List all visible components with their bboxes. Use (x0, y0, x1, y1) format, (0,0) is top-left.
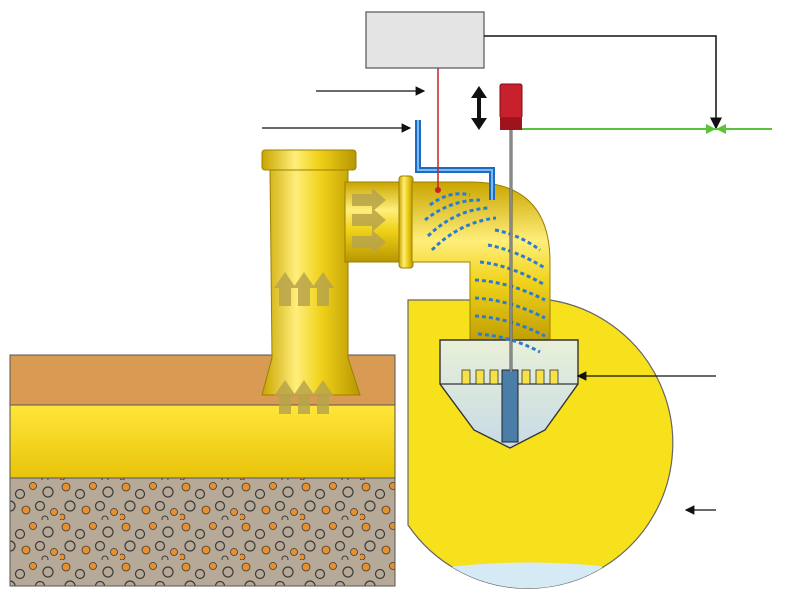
pipe-flange (398, 175, 414, 269)
leader-lines (262, 86, 716, 515)
elbow-pipe (411, 181, 551, 351)
flow-arrows-right (352, 188, 386, 254)
red-actuator-icon (499, 83, 523, 130)
probe-tip (435, 187, 441, 193)
control-box (365, 11, 485, 69)
tank-liquid (430, 562, 640, 589)
riser-flange (261, 149, 357, 171)
nozzle-teeth (461, 369, 559, 385)
lance-tip (501, 369, 519, 443)
control-line (484, 35, 722, 130)
gravel-layer (9, 477, 396, 587)
ground-duct (9, 404, 396, 479)
flow-arrows-up (274, 272, 334, 414)
double-headed-arrow-icon (471, 86, 487, 130)
